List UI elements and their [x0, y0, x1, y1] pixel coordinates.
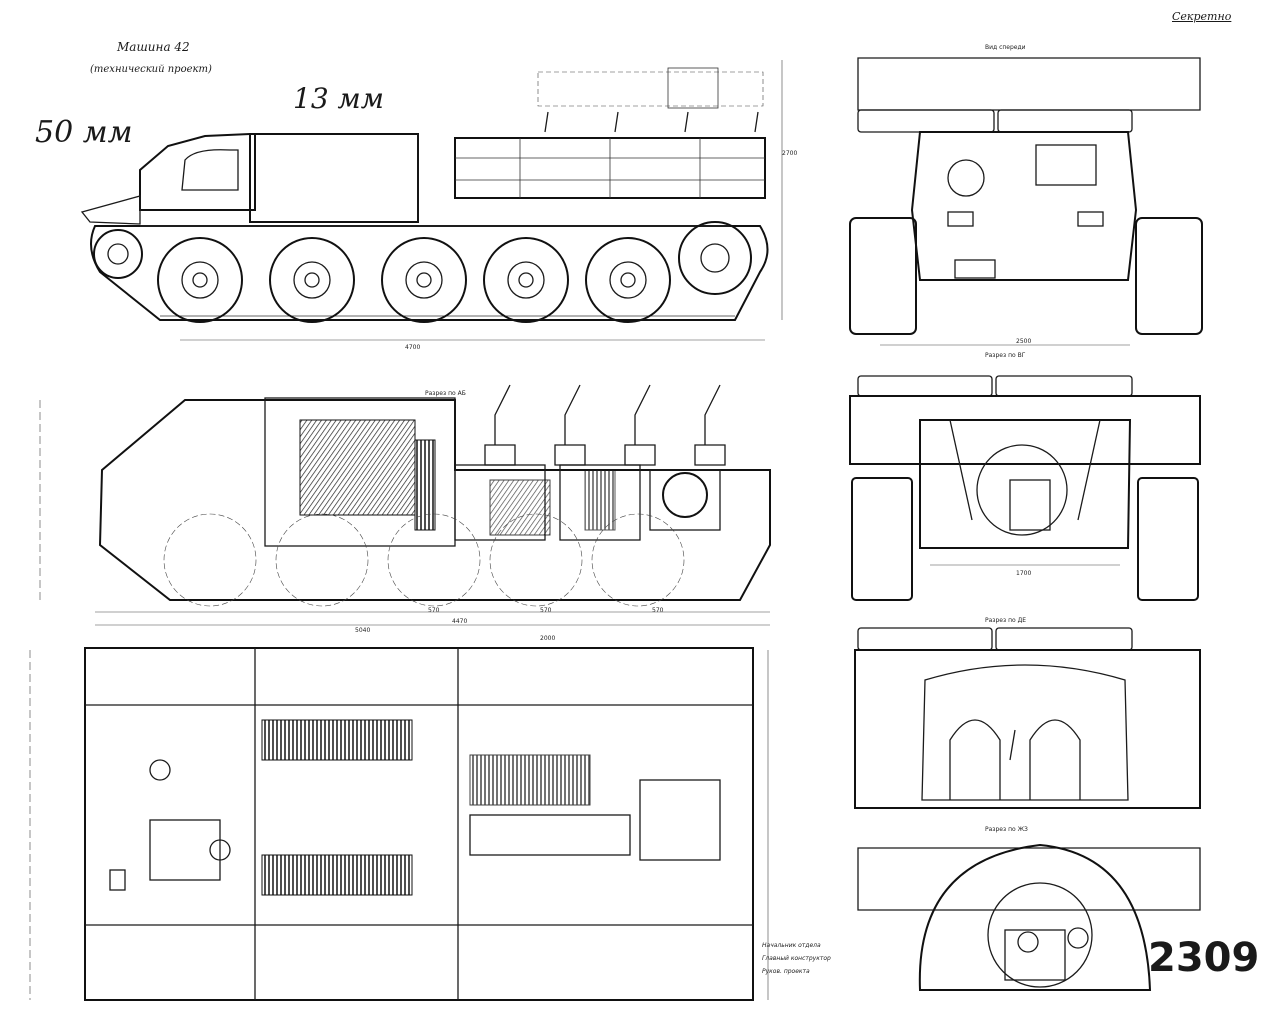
dim-length-section: 4470 [452, 618, 468, 625]
dim-cargo-length: 2000 [540, 635, 556, 642]
label-section-zhz: Разрез по ЖЗ [985, 826, 1028, 833]
label-section-ab: Разрез по АБ [425, 390, 466, 397]
dim-overall-length: 4700 [405, 344, 421, 351]
side-view [80, 60, 783, 341]
front-view [849, 57, 1203, 346]
dim-seg1: 570 [428, 607, 440, 614]
section-zhz-view [857, 843, 1201, 991]
section-view [39, 384, 771, 626]
dim-front-width: 2500 [1016, 338, 1032, 345]
signature-line-1: Начальник отдела [762, 942, 821, 949]
label-section-de: Разрез по ДЕ [985, 617, 1027, 624]
classification-stamp: Секретно [1172, 10, 1232, 23]
armor-front-note: 50 мм [35, 115, 133, 150]
section-bv-view [849, 375, 1201, 601]
dim-height: 2700 [782, 150, 798, 157]
road-wheels [93, 221, 752, 323]
label-front-view: Вид спереди [985, 44, 1026, 51]
section-de-view [854, 627, 1201, 809]
drawing-subtitle: (технический проект) [90, 64, 212, 75]
plan-view [29, 647, 769, 1001]
label-section-bv: Разрез по ВГ [985, 352, 1026, 359]
armor-side-note: 13 мм [293, 82, 384, 115]
dim-hull-length: 5040 [355, 627, 371, 634]
drawing-number: 2309 [1148, 935, 1260, 981]
signature-line-2: Главный конструктор [762, 955, 831, 962]
dim-track-gauge: 1700 [1016, 570, 1032, 577]
drawing-title: Машина 42 [117, 40, 190, 54]
signature-line-3: Руков. проекта [762, 968, 810, 975]
dim-seg3: 570 [652, 607, 664, 614]
dim-seg2: 570 [540, 607, 552, 614]
